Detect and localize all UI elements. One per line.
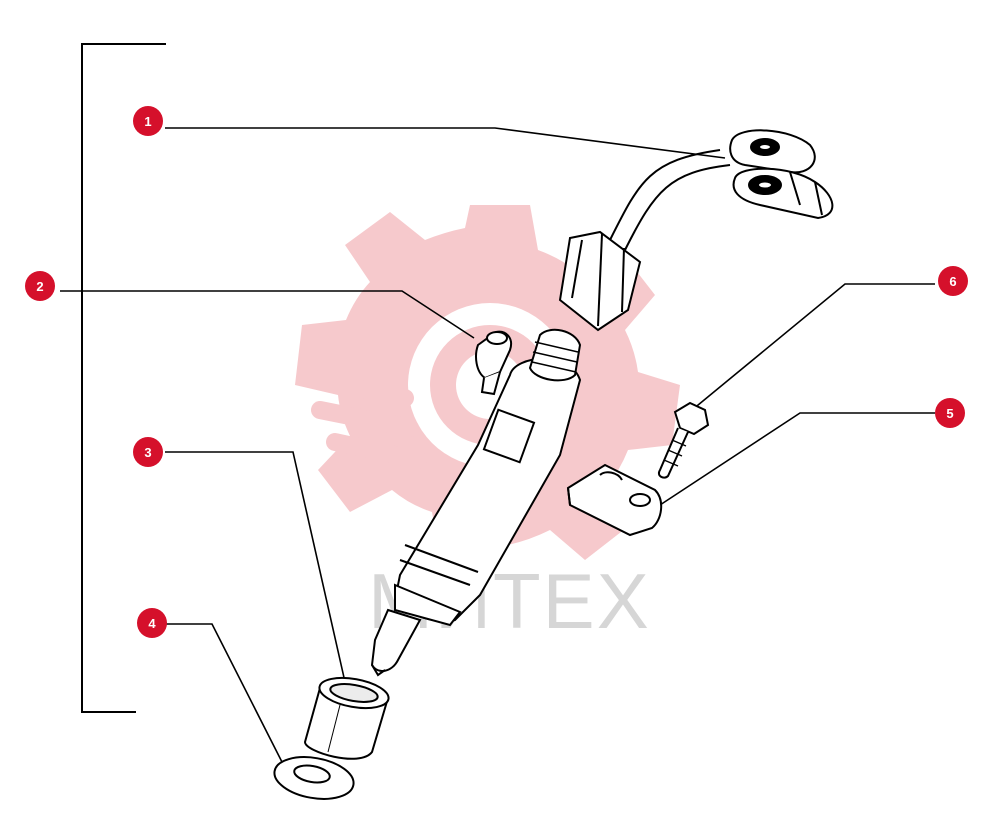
leader-lines <box>60 127 935 765</box>
part-5-clamp <box>566 463 663 537</box>
callout-5: 5 <box>935 398 965 428</box>
group-bracket <box>81 43 166 713</box>
callout-4: 4 <box>137 608 167 638</box>
callout-1: 1 <box>133 106 163 136</box>
callout-6: 6 <box>938 266 968 296</box>
part-6-bolt <box>658 401 710 479</box>
part-1-banjo-fitting <box>558 129 834 332</box>
leader-line-4 <box>165 623 284 765</box>
injector-body <box>370 328 582 677</box>
svg-text:5: 5 <box>946 406 953 421</box>
callout-3: 3 <box>133 437 163 467</box>
leader-line-1 <box>165 127 726 159</box>
injector-thread <box>528 328 582 382</box>
svg-text:6: 6 <box>949 274 956 289</box>
leader-line-2 <box>60 290 475 339</box>
leader-line-5 <box>659 412 935 506</box>
part-4-washer <box>273 756 355 800</box>
watermark-stripes <box>301 369 427 469</box>
fuel-pipe <box>609 149 721 241</box>
svg-text:1: 1 <box>144 114 151 129</box>
part-3-sleeve <box>303 676 390 760</box>
callouts: 1 2 3 4 5 6 <box>25 106 968 638</box>
part-2-leak-off-connector <box>475 330 512 396</box>
leader-line-3 <box>165 451 346 683</box>
callout-2: 2 <box>25 271 55 301</box>
injector-hex <box>394 583 462 627</box>
svg-text:4: 4 <box>148 616 156 631</box>
svg-text:3: 3 <box>144 445 151 460</box>
svg-text:2: 2 <box>36 279 43 294</box>
leader-line-6 <box>691 283 935 411</box>
